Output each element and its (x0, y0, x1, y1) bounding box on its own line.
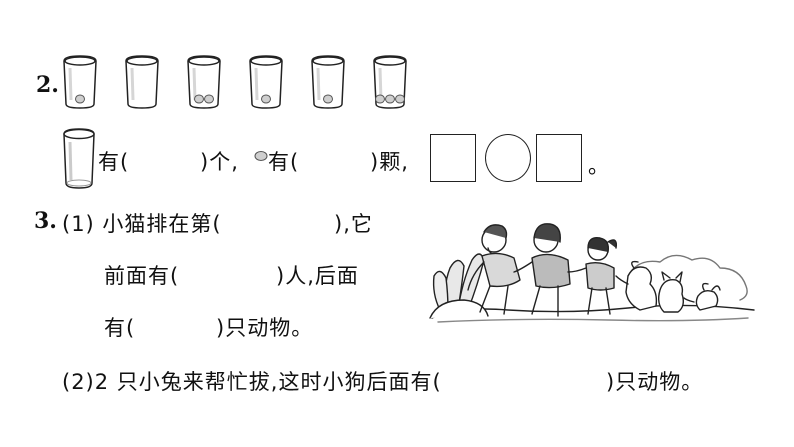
marble-icon (254, 151, 268, 161)
answer-box-right[interactable] (536, 134, 582, 182)
glass-icon (311, 55, 345, 109)
marble-icon (385, 94, 395, 104)
question-3-number: 3. (34, 208, 57, 234)
marble-icon (375, 94, 385, 104)
q3-part1-line3: 有( (104, 316, 136, 340)
q3-part1-line2-end: )人,后面 (276, 264, 359, 288)
q3-part1-line1: (1) 小猫排在第( (62, 212, 222, 236)
marble-icon (75, 94, 85, 104)
empty-glass-icon (63, 128, 95, 189)
glass-count-unit: )个, (200, 150, 239, 174)
q3-part1-line3-end: )只动物。 (216, 316, 314, 340)
q3-part1-line2: 前面有( (104, 264, 180, 288)
glass-icon (125, 55, 159, 109)
marble-icon (204, 94, 214, 104)
marble-count-blank[interactable] (306, 148, 368, 172)
people-in-front-blank[interactable] (200, 262, 270, 286)
q3-part2-text-end: )只动物。 (606, 370, 704, 394)
marble-icon (194, 94, 204, 104)
q3-part2-text: (2)2 只小兔来帮忙拔,这时小狗后面有( (62, 370, 442, 394)
question-2-number: 2. (36, 72, 59, 98)
compare-circle[interactable] (485, 134, 531, 182)
marble-icon (261, 94, 271, 104)
glass-count-label: 有( (98, 150, 130, 174)
glass-icon (373, 55, 407, 109)
glass-icon (187, 55, 221, 109)
pulling-turnip-illustration (429, 223, 755, 323)
q3-part1-line1-end: ),它 (334, 212, 373, 236)
animals-behind-dog-blank[interactable] (538, 368, 602, 392)
marble-icon (395, 94, 405, 104)
glass-icon (63, 55, 97, 109)
glass-count-blank[interactable] (136, 148, 198, 172)
end-period: 。 (588, 154, 610, 178)
marble-count-label: 有( (268, 150, 300, 174)
marble-count-unit: )颗, (370, 150, 409, 174)
answer-box-left[interactable] (430, 134, 476, 182)
marble-icon (323, 94, 333, 104)
cat-position-blank[interactable] (268, 210, 328, 234)
animals-behind-blank[interactable] (150, 314, 214, 338)
glass-icon (249, 55, 283, 109)
